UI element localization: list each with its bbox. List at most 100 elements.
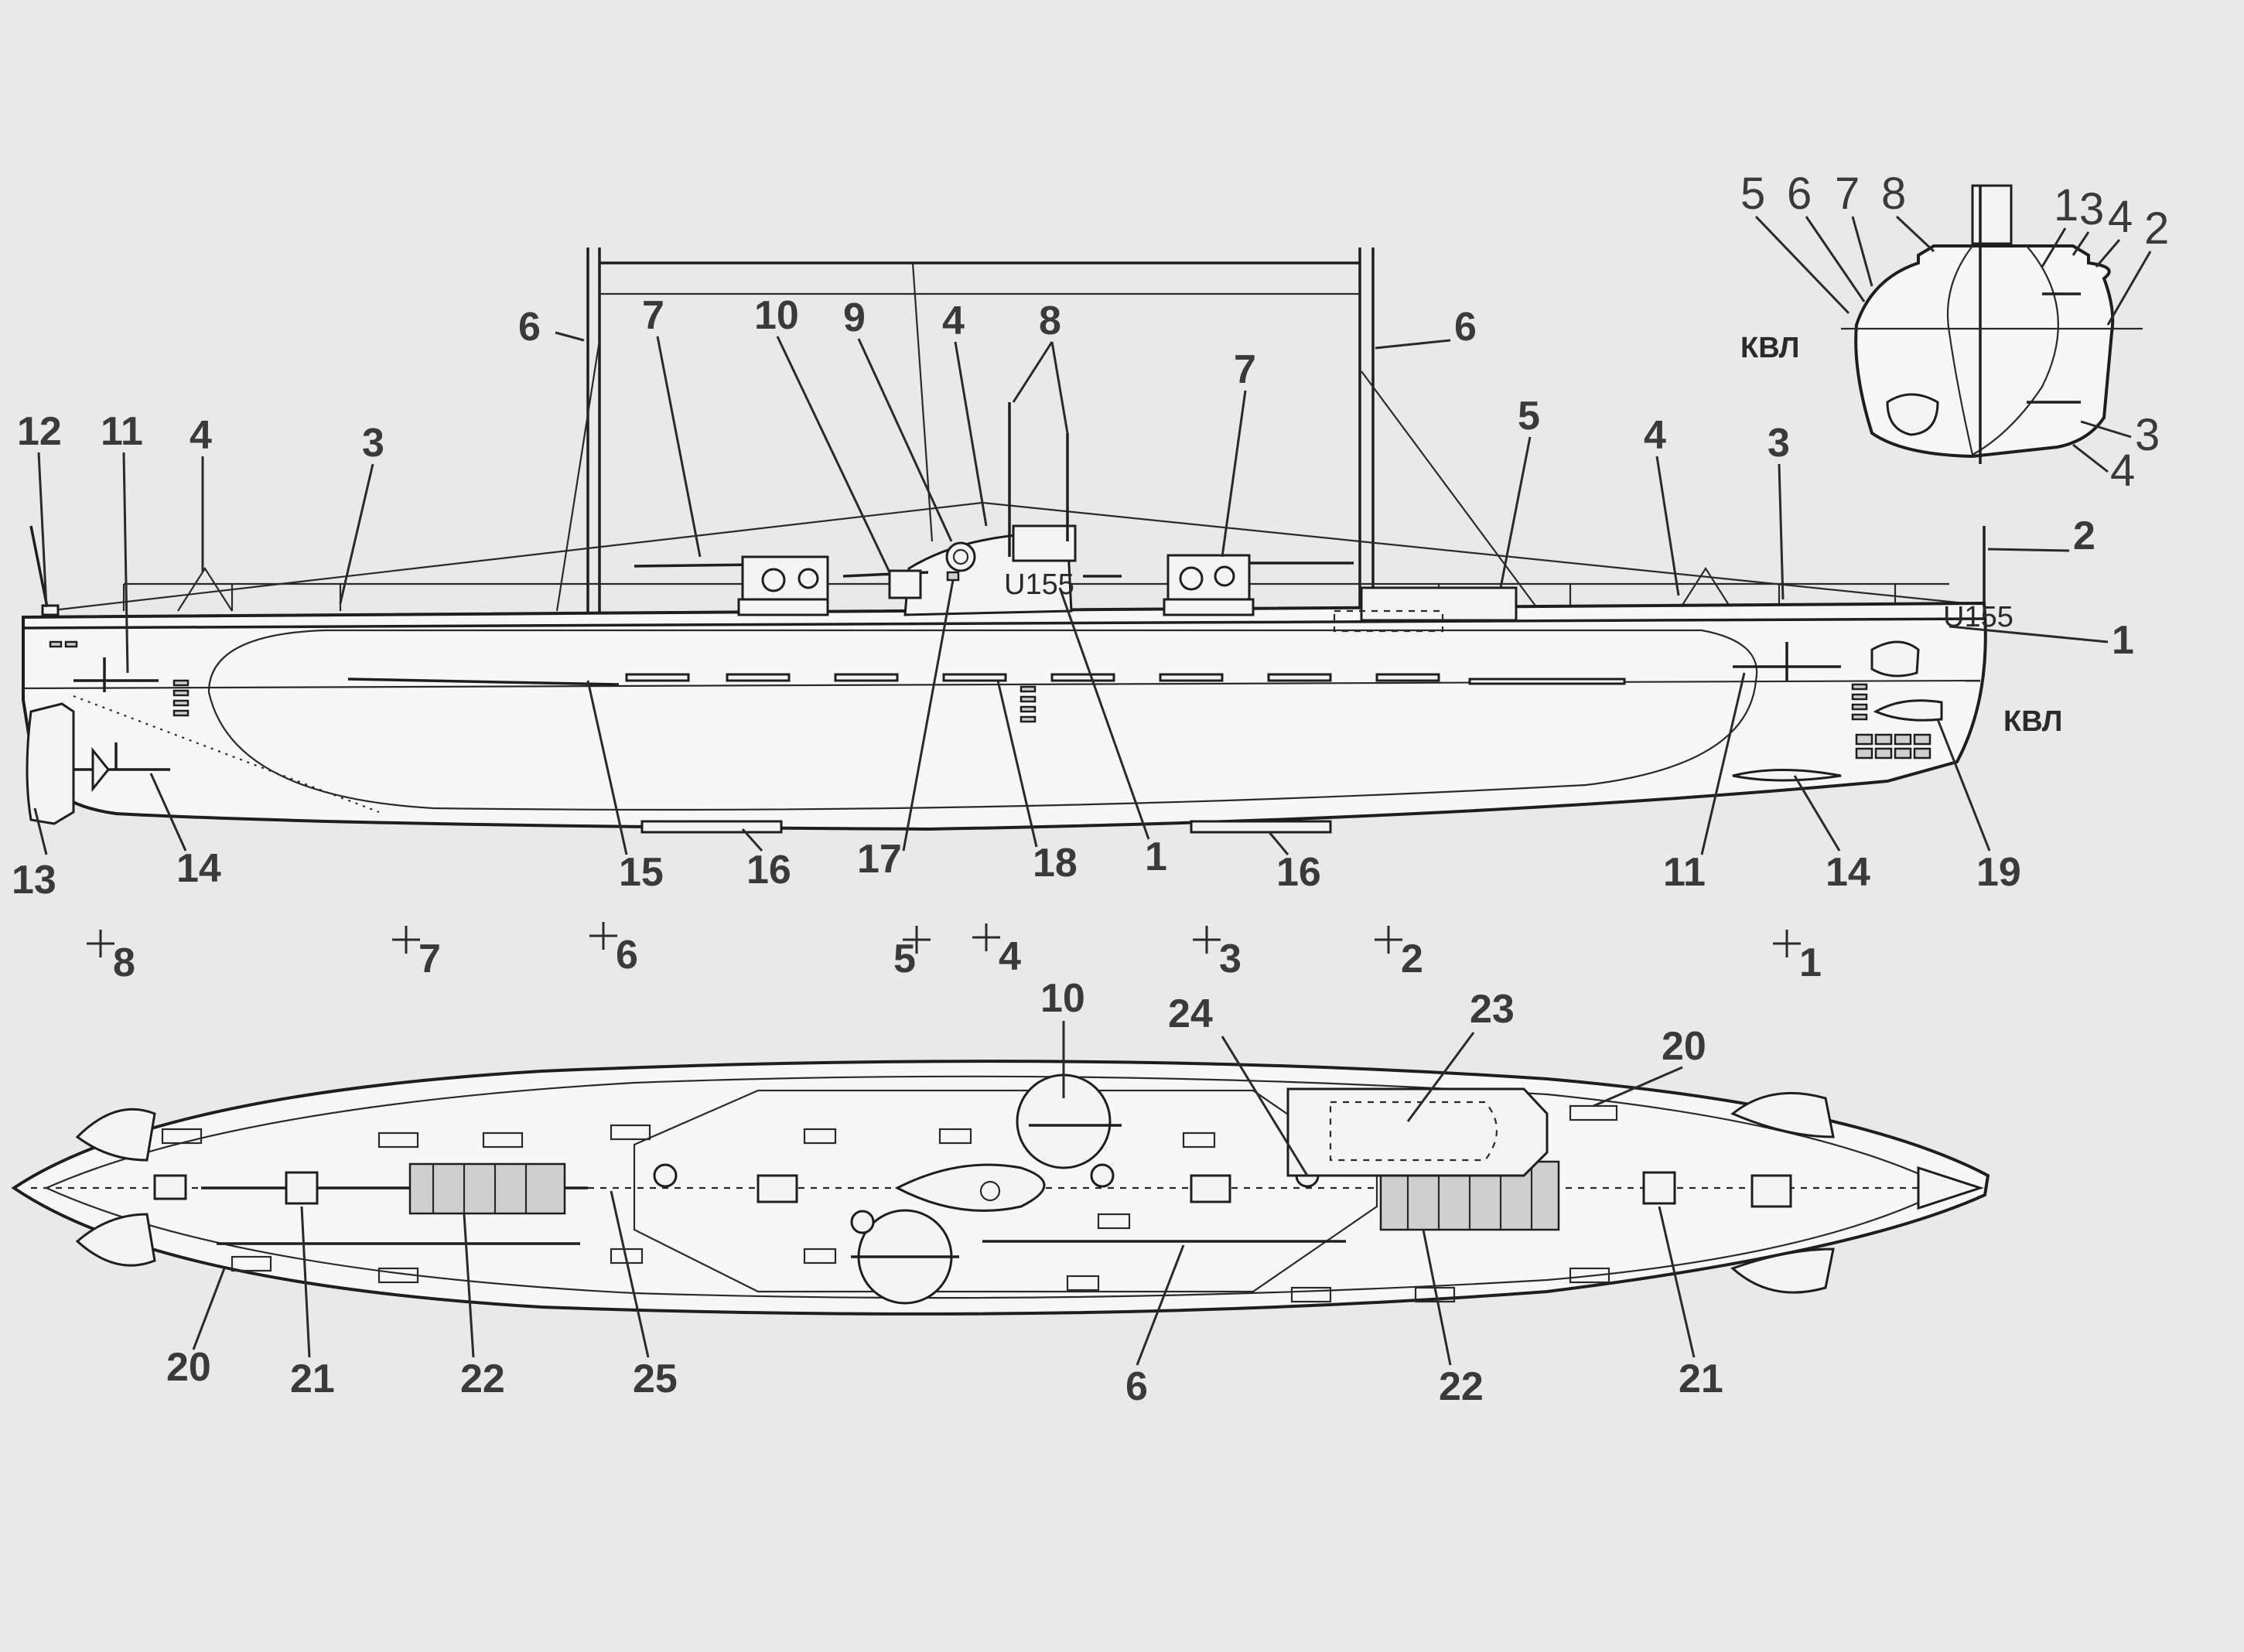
plan-callout-21: 21	[290, 1357, 335, 1401]
bridge-screen	[1012, 524, 1077, 562]
frame-station-label: 8	[113, 940, 135, 985]
section-propeller	[1886, 393, 1939, 436]
callout-14: 14	[176, 846, 221, 891]
hatch-ring	[945, 541, 976, 572]
aft-casing	[1360, 586, 1518, 622]
plan-callout-22: 22	[460, 1357, 505, 1401]
plan-gun-fore	[1190, 1174, 1231, 1203]
plan-conning-tower	[894, 1163, 1046, 1212]
torpedo-tube-cap	[1873, 699, 1943, 722]
callout-10: 10	[754, 293, 799, 338]
callout-4c: 4	[1644, 413, 1666, 458]
frame-station-5: 5	[893, 926, 931, 981]
callout-18: 18	[1033, 841, 1078, 886]
callout-19: 19	[1976, 850, 2021, 895]
waterline-label-section: КВЛ	[1740, 332, 1799, 364]
bilge-keel-fore	[1190, 820, 1332, 834]
frame-station-2: 2	[1375, 926, 1423, 981]
plan-callout-24: 24	[1168, 992, 1213, 1036]
callout-9: 9	[843, 295, 866, 340]
section-callout-4b: 4	[2110, 445, 2135, 496]
callout-4: 4	[190, 413, 212, 458]
frame-station-3: 3	[1193, 926, 1242, 981]
plan-bow-tip	[1917, 1166, 1984, 1210]
callout-12: 12	[17, 409, 62, 454]
plan-gun-aft	[757, 1174, 798, 1203]
flood-slots	[347, 673, 1626, 686]
plan-view	[11, 1060, 1990, 1316]
section-pressure-hull-right	[1972, 245, 2059, 456]
callout-4b: 4	[942, 299, 965, 343]
side-view-callouts: 12 11 4 3 6 7 10 9 4 8 6 7 5 4 3 2 1 13 …	[12, 293, 2134, 903]
boat-stowage	[1286, 1087, 1549, 1177]
callout-6: 6	[518, 305, 541, 350]
callout-15: 15	[619, 850, 664, 895]
frame-station-7: 7	[392, 926, 441, 981]
aft-deck-gun	[634, 555, 829, 616]
callout-1: 1	[2112, 618, 2134, 663]
section-callout-4: 4	[2108, 192, 2133, 242]
plan-callout-22b: 22	[1439, 1364, 1484, 1409]
plan-callout-25: 25	[633, 1357, 678, 1401]
fore-deck-gun	[1163, 554, 1354, 616]
callout-3b: 3	[1768, 421, 1790, 466]
frame-station-label: 6	[616, 933, 638, 978]
frame-station-label: 5	[893, 937, 916, 981]
boat-outline	[1329, 1101, 1498, 1162]
frame-station-label: 3	[1219, 937, 1242, 981]
stern-light	[41, 604, 60, 616]
bilge-keel-aft	[640, 820, 783, 834]
callout-16: 16	[746, 848, 791, 893]
radio-aerial	[555, 247, 1540, 626]
plan-callout-21b: 21	[1679, 1357, 1723, 1401]
frame-station-label: 1	[1799, 940, 1822, 985]
plan-callout-6: 6	[1125, 1364, 1148, 1409]
plan-stern-plane-starboard	[75, 1213, 156, 1267]
section-callout-7: 7	[1835, 169, 1860, 219]
callout-2: 2	[2073, 514, 2095, 558]
plan-view-callouts: 10 24 23 20 20 21 22 25 6 22 21	[166, 976, 1723, 1409]
light-window	[946, 571, 960, 582]
callout-13: 13	[12, 858, 56, 903]
callout-6b: 6	[1454, 305, 1477, 350]
callout-5: 5	[1518, 394, 1540, 439]
section-callout-2: 2	[2144, 203, 2169, 254]
plan-stern-plane-port	[75, 1108, 156, 1162]
callout-11: 11	[101, 409, 143, 454]
section-callout-5: 5	[1740, 169, 1765, 219]
anti-aircraft-gun	[842, 569, 1122, 599]
callout-1b: 1	[1145, 835, 1167, 879]
deck-line	[22, 617, 1985, 630]
pressure-hull	[207, 629, 1758, 811]
deck-gratings-aft	[408, 1162, 566, 1215]
stay-aft	[46, 501, 983, 613]
callout-7: 7	[642, 293, 664, 338]
section-callout-1: 1	[2054, 180, 2078, 230]
frame-station-1: 1	[1773, 930, 1822, 985]
section-callout-3b: 3	[2135, 410, 2160, 460]
callout-17: 17	[857, 837, 902, 882]
stern-hydroplane	[73, 657, 159, 692]
waterline-label-side: КВЛ	[2003, 705, 2062, 738]
plan-bow-plane-port	[1730, 1091, 1835, 1138]
stay-fore	[982, 501, 1966, 605]
stern-rudder	[26, 702, 75, 825]
outer-hull	[22, 601, 1987, 831]
frame-station-label: 2	[1401, 937, 1423, 981]
callout-11b: 11	[1663, 850, 1706, 895]
frame-station-8: 8	[87, 930, 135, 985]
section-view-callouts: 5 6 7 8 1 3 4 2 3 4 КВЛ	[1740, 169, 2169, 496]
shaft-line	[73, 695, 380, 814]
ammo-locker	[1333, 609, 1444, 633]
frame-station-label: 7	[418, 937, 441, 981]
callout-14b: 14	[1826, 850, 1870, 895]
waterline	[22, 679, 1981, 690]
plan-callout-23: 23	[1470, 987, 1515, 1032]
lower-bow-plane	[1732, 769, 1842, 782]
section-mast	[1971, 184, 2013, 245]
draught-marks	[172, 679, 1868, 723]
plan-callout-10: 10	[1040, 976, 1085, 1021]
